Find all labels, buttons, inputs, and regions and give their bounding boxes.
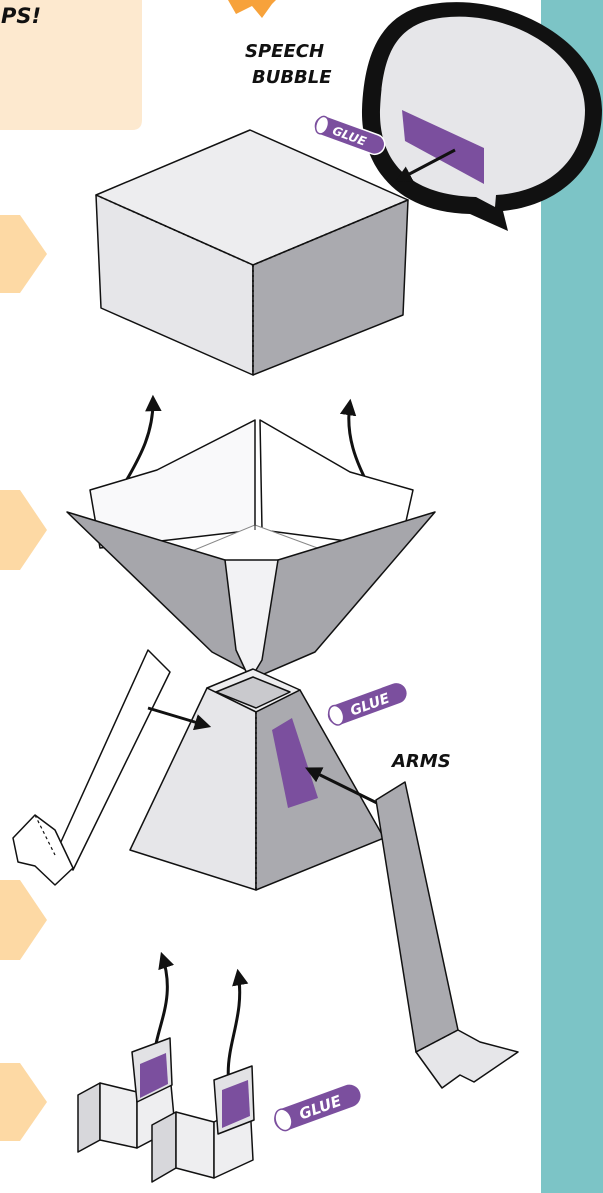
open-body-box [66,419,436,681]
torso-glue-tab [272,718,318,808]
step-arrow-icon [0,490,47,570]
tip-box-text: PS! [1,4,41,28]
step-arrow-icon [0,1063,47,1141]
bubble-glue-tab [402,110,484,184]
step-arrow-icon [0,215,47,293]
burst-fragment [228,0,276,18]
glue-stick-icon: GLUE [272,1083,363,1132]
arms-label: ARMS [390,751,451,772]
glue-stick-icon: GLUE [326,681,409,727]
head-box [95,129,409,376]
straight-arrow-icon [305,767,378,805]
left-arm-piece [12,649,171,886]
teal-side-panel [541,0,603,1193]
straight-arrow-icon [147,706,212,731]
right-arm-piece [375,781,519,1089]
speech-bubble-piece [361,2,602,232]
tip-box [0,0,142,130]
leg-piece [151,1065,255,1183]
speech-bubble-label-line2: BUBBLE [252,67,332,88]
step-arrow-icon [0,880,47,960]
speech-bubble-label-line1: SPEECH [245,41,324,62]
torso-pyramid [129,668,385,891]
